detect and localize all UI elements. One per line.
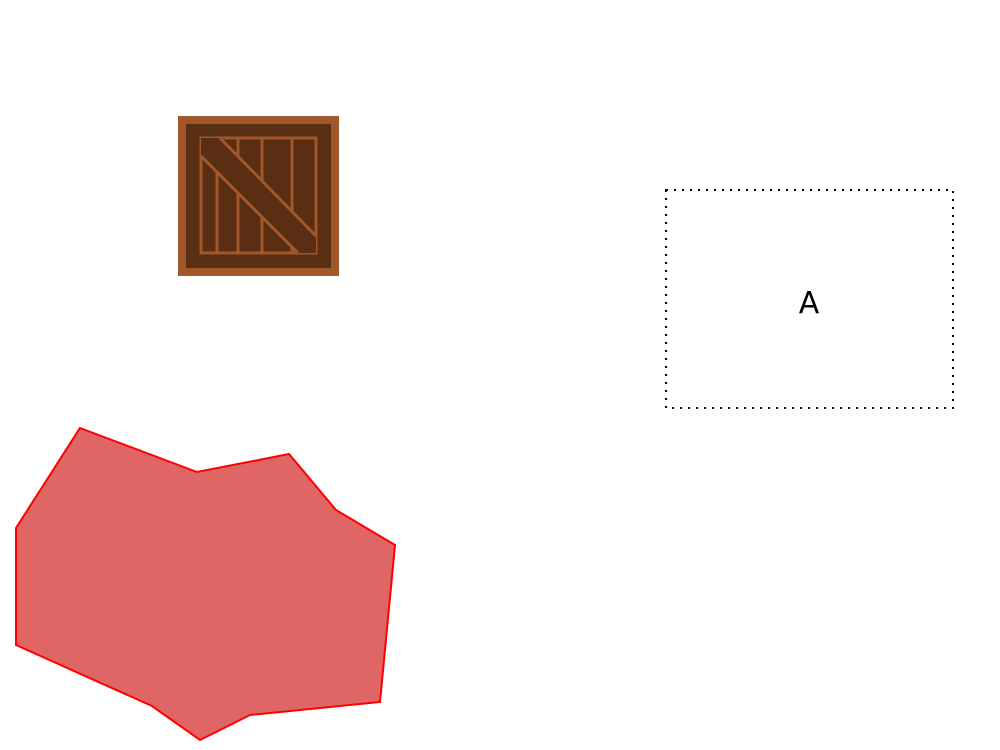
wooden-crate-icon <box>178 116 339 276</box>
hazard-region[interactable] <box>15 426 397 742</box>
target-zone-a[interactable]: A <box>665 189 954 409</box>
wooden-crate[interactable] <box>178 116 339 276</box>
target-zone-label: A <box>799 286 820 321</box>
target-zone-border <box>665 189 954 409</box>
